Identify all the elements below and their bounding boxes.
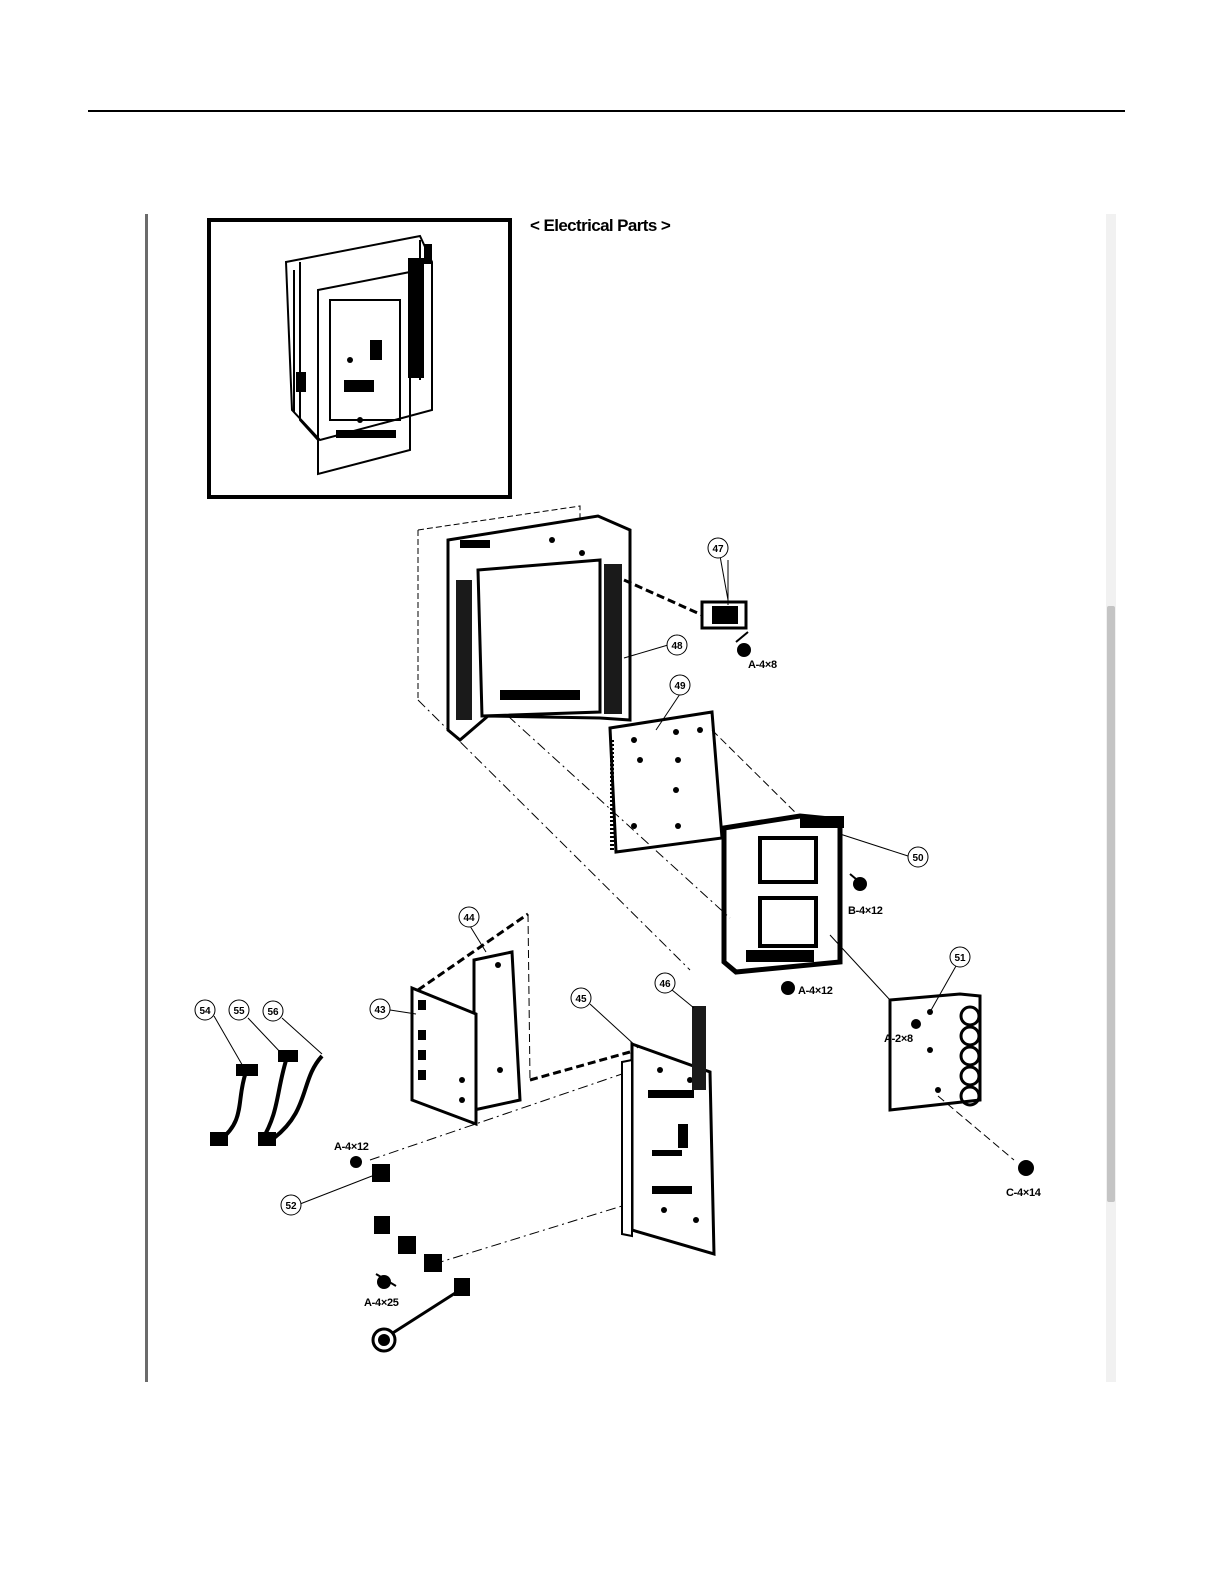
callout-54: 54 [195, 1000, 215, 1020]
screw-label-b412: B-4×12 [848, 905, 883, 917]
callout-44-label: 44 [463, 913, 475, 924]
callout-44: 44 [459, 907, 479, 927]
screw-label-a412-left: A-4×12 [334, 1141, 369, 1153]
part-47-transformer [624, 560, 751, 657]
part-51-capacitor-board [830, 935, 1034, 1176]
callout-48-label: 48 [671, 641, 683, 652]
parts-54-55-56-harnesses [212, 1052, 322, 1144]
callout-47: 47 [708, 538, 728, 558]
control-box-frame [418, 506, 630, 740]
callout-50-label: 50 [912, 853, 924, 864]
callout-43: 43 [370, 999, 390, 1019]
overview-inset [209, 220, 510, 497]
part-50-bracket [724, 816, 867, 995]
part-52-hardware [350, 1156, 470, 1351]
callout-51-label: 51 [954, 953, 966, 964]
callout-56-label: 56 [267, 1007, 279, 1018]
screw-label-a425: A-4×25 [364, 1297, 399, 1309]
screw-label-a28: A-2×8 [884, 1033, 913, 1045]
callout-55: 55 [229, 1000, 249, 1020]
screw-label-a412-mid: A-4×12 [798, 985, 833, 997]
callout-52: 52 [281, 1195, 301, 1215]
callout-56: 56 [263, 1001, 283, 1021]
callout-49-label: 49 [674, 681, 686, 692]
callout-48: 48 [667, 635, 687, 655]
callout-55-label: 55 [233, 1006, 245, 1017]
part-43-44-boards [412, 914, 630, 1124]
part-45-main-board [622, 1006, 714, 1254]
callout-43-label: 43 [374, 1005, 386, 1016]
callout-51: 51 [950, 947, 970, 967]
callout-50: 50 [908, 847, 928, 867]
callout-46-label: 46 [659, 979, 671, 990]
callout-49: 49 [670, 675, 690, 695]
callout-54-label: 54 [199, 1006, 211, 1017]
callout-46: 46 [655, 973, 675, 993]
screw-label-a48: A-4×8 [748, 659, 777, 671]
callout-45: 45 [571, 988, 591, 1008]
callout-52-label: 52 [285, 1201, 297, 1212]
callout-45-label: 45 [575, 994, 587, 1005]
callout-47-label: 47 [712, 544, 724, 555]
screw-label-c414: C-4×14 [1006, 1187, 1042, 1199]
